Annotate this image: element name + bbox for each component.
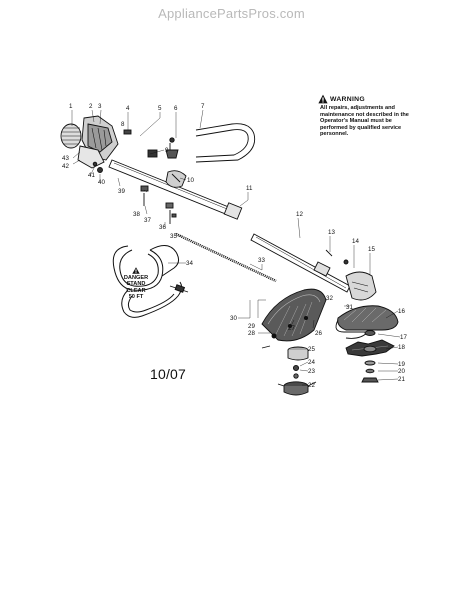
part-number: 35 — [170, 233, 177, 240]
part-number: 13 — [328, 229, 335, 236]
part-number: 42 — [62, 163, 69, 170]
part-number: 5 — [158, 105, 162, 112]
site-title: AppliancePartsPros.com — [158, 6, 305, 21]
part-number: 14 — [352, 238, 359, 245]
part-number: 31 — [346, 304, 353, 311]
danger-line-3: CLEAR — [126, 287, 146, 294]
part-number: 29 — [248, 323, 255, 330]
part-number: 16 — [398, 308, 405, 315]
danger-triangle-icon — [132, 267, 140, 274]
part-number: 8 — [121, 121, 125, 128]
part-number-labels: 1 2 3 4 5 6 7 8 9 10 11 12 13 14 15 16 1… — [62, 103, 407, 389]
part-number: 19 — [398, 361, 405, 368]
part-number: 15 — [368, 246, 375, 253]
part-number: 7 — [201, 103, 205, 110]
part-number: 26 — [315, 330, 322, 337]
part-number: 12 — [296, 211, 303, 218]
engine-assembly — [60, 115, 179, 173]
danger-line-1: DANGER — [123, 275, 149, 281]
throttle-cable — [195, 123, 256, 163]
part-number: 28 — [248, 330, 255, 337]
danger-line-4: 50 FT — [128, 294, 144, 301]
upper-shaft-housing — [108, 159, 243, 224]
part-number: 11 — [246, 185, 253, 192]
warning-text: All repairs, adjustments and maintenance… — [320, 105, 409, 138]
part-number: 18 — [398, 344, 405, 351]
part-number: 23 — [308, 368, 315, 375]
part-number: 20 — [398, 368, 405, 375]
part-number: 10 — [187, 177, 194, 184]
flex-drive-cable — [175, 232, 277, 283]
part-number: 25 — [308, 346, 315, 353]
part-number: 9 — [165, 147, 169, 154]
part-number: 21 — [398, 376, 405, 383]
part-number: 30 — [230, 315, 237, 322]
part-number: 37 — [144, 217, 151, 224]
part-number: 43 — [62, 155, 69, 162]
trimmer-head — [277, 346, 317, 396]
part-number: 33 — [258, 257, 265, 264]
leader-lines — [71, 109, 401, 386]
part-number: 32 — [326, 295, 333, 302]
part-number: 36 — [159, 224, 166, 231]
warning-title: WARNING — [330, 96, 365, 103]
shoulder-strap — [112, 245, 189, 318]
part-number: 17 — [400, 334, 407, 341]
part-number: 4 — [126, 105, 130, 112]
part-number: 24 — [308, 359, 315, 366]
part-number: 2 — [89, 103, 93, 110]
part-number: 38 — [133, 211, 140, 218]
blade-shield — [335, 305, 399, 339]
blade-assembly — [345, 330, 395, 383]
danger-line-2: STAND — [126, 281, 146, 288]
part-number: 3 — [98, 103, 102, 110]
part-number: 1 — [69, 103, 73, 110]
part-number: 22 — [308, 382, 315, 389]
part-number: 39 — [118, 188, 125, 195]
part-number: 41 — [88, 172, 95, 179]
part-number: 34 — [186, 260, 193, 267]
part-number: 6 — [174, 105, 178, 112]
part-number: 27 — [288, 325, 295, 332]
date-code: 10/07 — [150, 366, 187, 382]
trimmer-shield — [261, 288, 327, 349]
warning-triangle-icon — [318, 94, 328, 104]
part-number: 40 — [98, 179, 105, 186]
lower-shaft-housing — [250, 233, 377, 301]
danger-decal: DANGER STAND CLEAR 50 FT — [112, 267, 160, 301]
